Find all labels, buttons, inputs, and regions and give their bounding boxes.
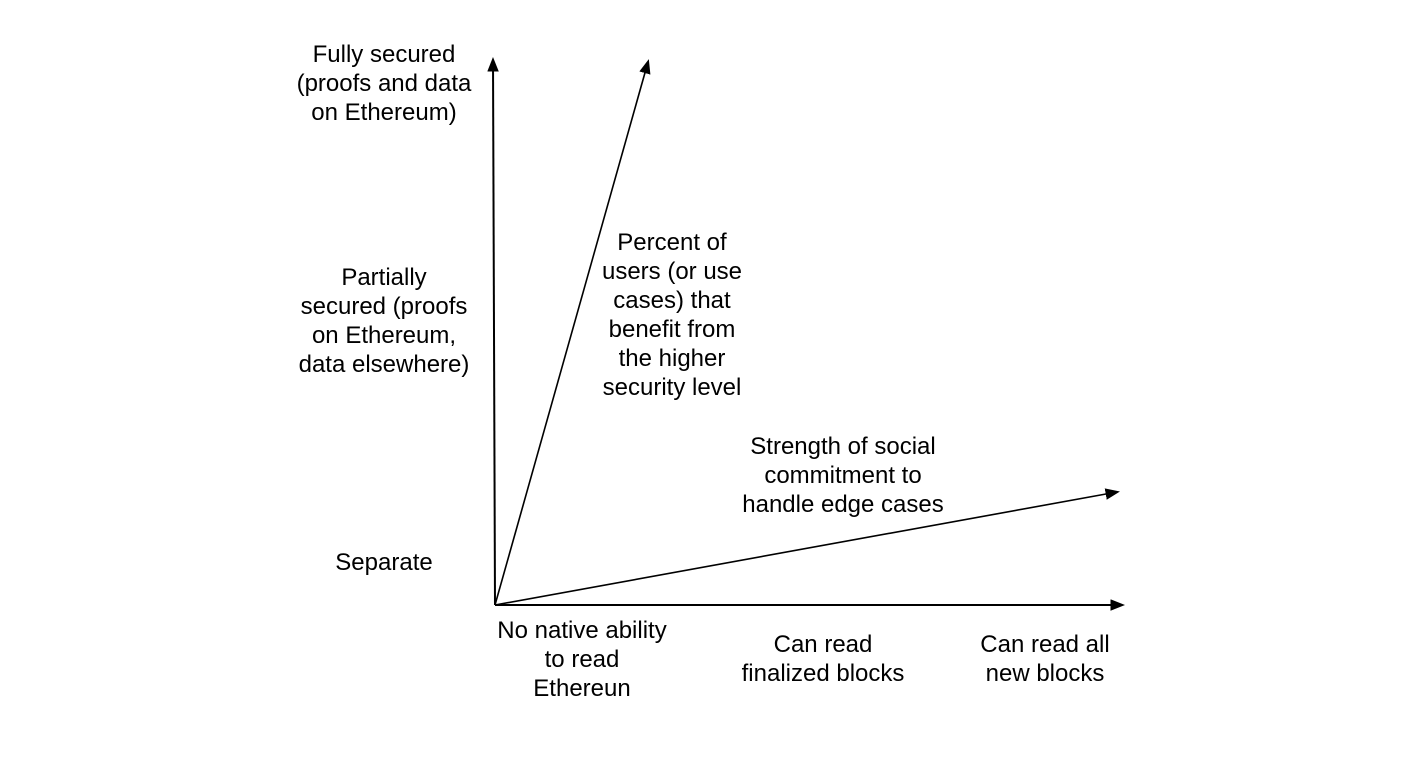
social-commitment-arrow xyxy=(494,488,1120,606)
x-axis-label-no-native-ability: No native ability to read Ethereun xyxy=(497,617,667,702)
x-axis-label-can-read-finalized: Can read finalized blocks xyxy=(741,631,905,687)
y-axis-label-partially-secured: Partially secured (proofs on Ethereum, d… xyxy=(298,264,470,378)
y-axis-label-fully-secured: Fully secured (proofs and data on Ethere… xyxy=(296,41,472,126)
x-axis-label-can-read-all: Can read all new blocks xyxy=(980,631,1110,687)
arrow-label-percent-of-users: Percent of users (or use cases) that ben… xyxy=(601,229,743,401)
arrow-label-social-commitment: Strength of social commitment to handle … xyxy=(742,433,944,518)
y-axis-arrow xyxy=(487,57,499,606)
percent-of-users-arrow xyxy=(494,59,651,606)
y-axis-label-separate: Separate xyxy=(335,549,433,576)
